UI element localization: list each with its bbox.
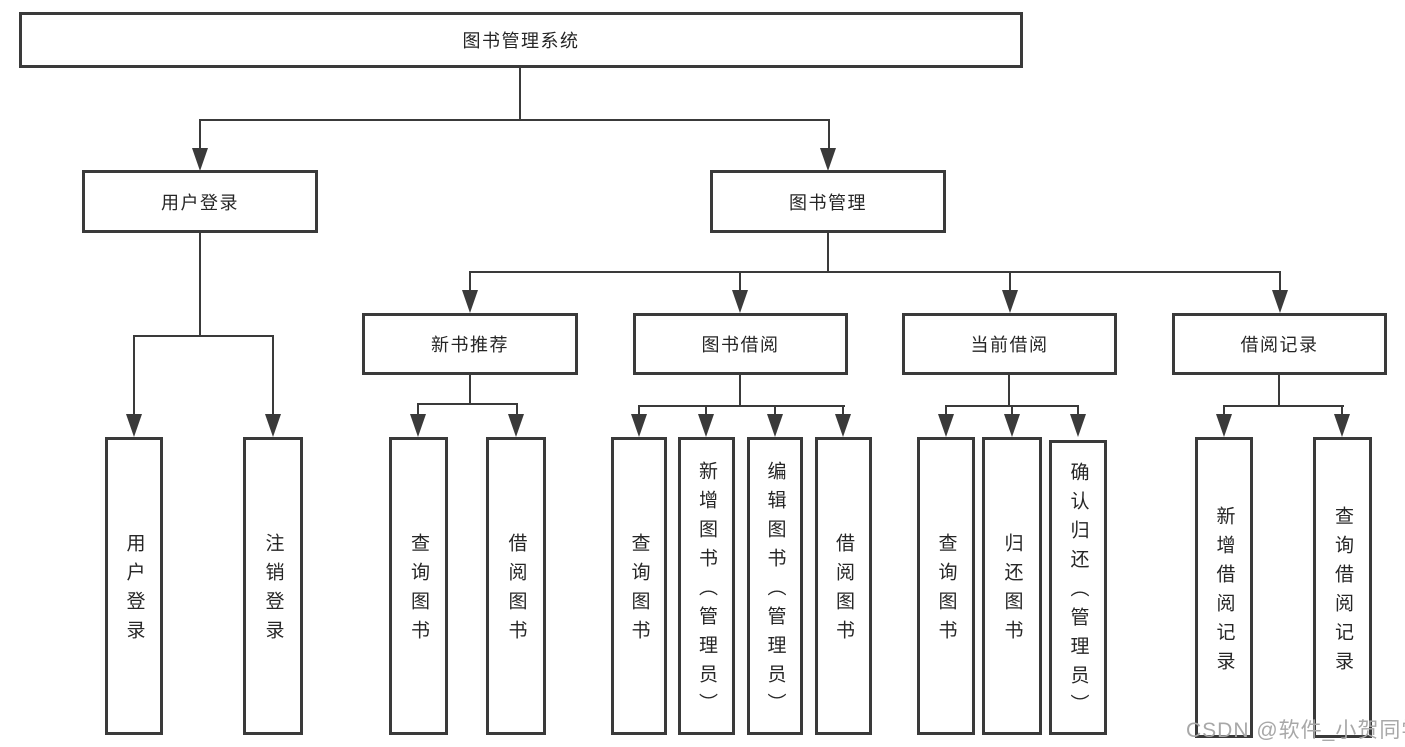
connector-vline [417,403,419,417]
node-book-management-system: 图书管理系统 [19,12,1023,68]
leaf-label: 新增图书（管理员） [696,460,717,722]
node-book-borrowing: 图书借阅 [633,313,848,375]
node-label: 图书管理系统 [462,31,580,51]
leaf-label: 查询图书 [935,533,957,649]
connector-vline [945,405,947,417]
connector-vline [739,271,741,293]
node-label: 图书借阅 [701,335,780,355]
connector-vline [1008,375,1010,407]
arrowhead-down-icon [126,414,142,437]
connector-hline [638,405,845,407]
node-borrowing-records: 借阅记录 [1172,313,1387,375]
leaf-borrow-books-recommend: 借阅图书 [486,437,546,735]
leaf-label: 新增借阅记录 [1213,505,1235,680]
arrowhead-down-icon [1070,414,1086,437]
leaf-label: 确认归还（管理员） [1067,462,1089,723]
arrowhead-down-icon [767,414,783,437]
connector-vline [774,405,776,417]
leaf-label: 用户登录 [123,533,145,649]
arrowhead-down-icon [192,148,208,171]
connector-vline [469,271,471,293]
connector-vline [1077,405,1079,417]
leaf-borrow-books-borrowing: 借阅图书 [815,437,872,735]
leaf-query-books-borrowing: 查询图书 [611,437,667,735]
connector-vline [133,335,135,415]
connector-vline [828,119,830,151]
connector-vline [516,403,518,417]
node-book-management: 图书管理 [710,170,946,233]
leaf-user-login: 用户登录 [105,437,163,735]
connector-vline [1278,375,1280,407]
leaf-logout: 注销登录 [243,437,303,735]
leaf-label: 查询图书 [408,533,429,649]
connector-hline [469,271,1281,273]
connector-vline [469,375,471,405]
node-label: 新书推荐 [431,335,509,355]
leaf-return-books: 归还图书 [982,437,1042,735]
node-user-login: 用户登录 [82,170,318,233]
arrowhead-down-icon [1216,414,1232,437]
arrowhead-down-icon [1002,290,1018,313]
arrowhead-down-icon [1272,290,1288,313]
connector-vline [272,335,274,415]
connector-hline [417,403,518,405]
node-label: 当前借阅 [970,335,1049,355]
leaf-label: 查询图书 [628,533,650,649]
arrowhead-down-icon [631,414,647,437]
leaf-label: 注销登录 [262,533,284,649]
node-label: 用户登录 [161,192,239,213]
leaf-query-books-current: 查询图书 [917,437,975,735]
connector-vline [1011,405,1013,417]
connector-hline [1223,405,1344,407]
leaf-query-borrow-record: 查询借阅记录 [1313,437,1372,738]
connector-vline [827,233,829,273]
connector-hline [133,335,274,337]
connector-vline [1279,271,1281,293]
arrowhead-down-icon [410,414,426,437]
connector-vline [519,68,521,121]
arrowhead-down-icon [1334,414,1350,437]
connector-vline [1009,271,1011,293]
watermark: CSDN @软件_小贺同学 [1186,719,1405,742]
leaf-add-borrow-record: 新增借阅记录 [1195,437,1253,738]
leaf-edit-book-admin: 编辑图书（管理员） [747,437,803,735]
node-label: 图书管理 [789,192,867,213]
connector-vline [199,119,201,151]
arrowhead-down-icon [1004,414,1020,437]
arrowhead-down-icon [732,290,748,313]
connector-vline [842,405,844,417]
leaf-add-book-admin: 新增图书（管理员） [678,437,735,735]
connector-vline [638,405,640,417]
leaf-query-books-recommend: 查询图书 [389,437,448,735]
leaf-label: 借阅图书 [505,533,527,649]
arrowhead-down-icon [462,290,478,313]
connector-vline [199,233,201,337]
connector-vline [705,405,707,417]
leaf-confirm-return-admin: 确认归还（管理员） [1049,440,1107,735]
connector-vline [1223,405,1225,417]
leaf-label: 查询借阅记录 [1332,505,1353,680]
connector-hline [199,119,830,121]
arrowhead-down-icon [835,414,851,437]
arrowhead-down-icon [698,414,714,437]
node-current-borrowing: 当前借阅 [902,313,1117,375]
leaf-label: 编辑图书（管理员） [764,460,786,722]
arrowhead-down-icon [820,148,836,171]
arrowhead-down-icon [938,414,954,437]
node-new-book-recommend: 新书推荐 [362,313,578,375]
arrowhead-down-icon [508,414,524,437]
connector-vline [1341,405,1343,417]
connector-vline [739,375,741,407]
node-label: 借阅记录 [1240,335,1319,355]
leaf-label: 借阅图书 [833,533,854,649]
leaf-label: 归还图书 [1001,533,1023,649]
arrowhead-down-icon [265,414,281,437]
